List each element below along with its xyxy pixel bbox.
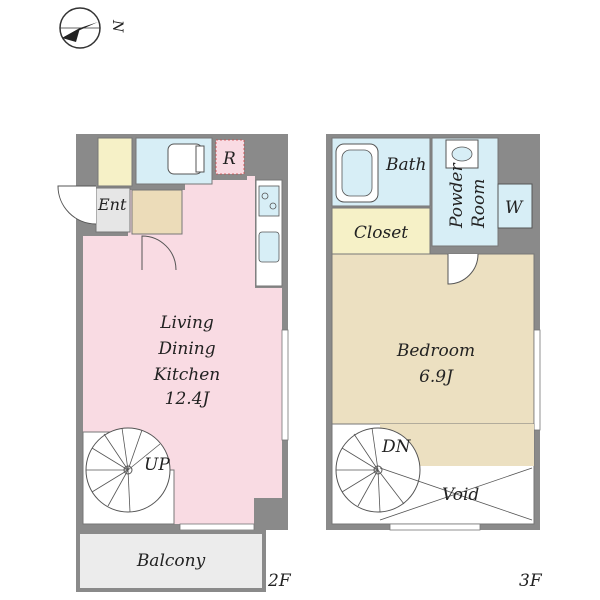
ldk-label-line3: Kitchen bbox=[153, 365, 220, 385]
sink-icon bbox=[258, 231, 280, 263]
washer-space bbox=[497, 183, 533, 229]
closet-area bbox=[331, 207, 431, 255]
compass-rose-icon bbox=[59, 7, 101, 49]
spiral-stair-up-icon bbox=[82, 427, 175, 525]
powder-room-label-line1: Powder bbox=[447, 163, 467, 229]
stove-icon bbox=[258, 185, 280, 217]
entrance-label: Ent bbox=[97, 195, 127, 214]
shoe-storage bbox=[131, 189, 183, 235]
ldk-window bbox=[281, 329, 289, 441]
void-label: Void bbox=[442, 485, 479, 505]
powder-room-label-line2: Room bbox=[469, 179, 489, 229]
entrance-area bbox=[95, 187, 131, 233]
bathtub-icon bbox=[335, 143, 379, 203]
stairs-up-label: UP bbox=[144, 455, 170, 475]
compass: N bbox=[59, 7, 125, 49]
bath-label: Bath bbox=[385, 155, 426, 175]
void-cross-icon bbox=[379, 467, 533, 521]
refrigerator-label: R bbox=[222, 149, 236, 169]
balcony-label: Balcony bbox=[136, 551, 206, 571]
bedroom-door-icon bbox=[447, 253, 479, 285]
floor-2f-label: 2F bbox=[267, 571, 292, 591]
spiral-stair-down-icon bbox=[335, 427, 421, 513]
closet-label: Closet bbox=[354, 223, 408, 243]
ldk-label-line1: Living bbox=[159, 313, 214, 333]
washer-label: W bbox=[505, 198, 524, 218]
toilet-icon bbox=[167, 143, 205, 175]
ldk-size-label: 12.4J bbox=[165, 389, 211, 409]
ldk-door-icon bbox=[141, 235, 177, 271]
bedroom-window bbox=[533, 329, 541, 431]
2f-storage-yellow bbox=[97, 137, 133, 187]
floor-3f-label: 3F bbox=[519, 571, 543, 591]
bedroom-label: Bedroom bbox=[396, 341, 475, 361]
3f-bottom-window bbox=[389, 523, 481, 531]
balcony-area bbox=[76, 530, 266, 592]
stairs-down-label: DN bbox=[381, 437, 412, 457]
floor-3f: Bath Powder Room W Closet Bedroom 6.9J bbox=[326, 134, 543, 591]
bedroom-size-label: 6.9J bbox=[419, 367, 454, 387]
compass-north-label: N bbox=[109, 19, 125, 33]
floor-2f: R Ent bbox=[57, 134, 292, 592]
entrance-door-icon bbox=[57, 185, 97, 225]
ldk-label-line2: Dining bbox=[157, 339, 215, 359]
washbasin-icon bbox=[445, 139, 479, 169]
balcony-door bbox=[179, 523, 255, 531]
refrigerator-space bbox=[215, 139, 245, 175]
